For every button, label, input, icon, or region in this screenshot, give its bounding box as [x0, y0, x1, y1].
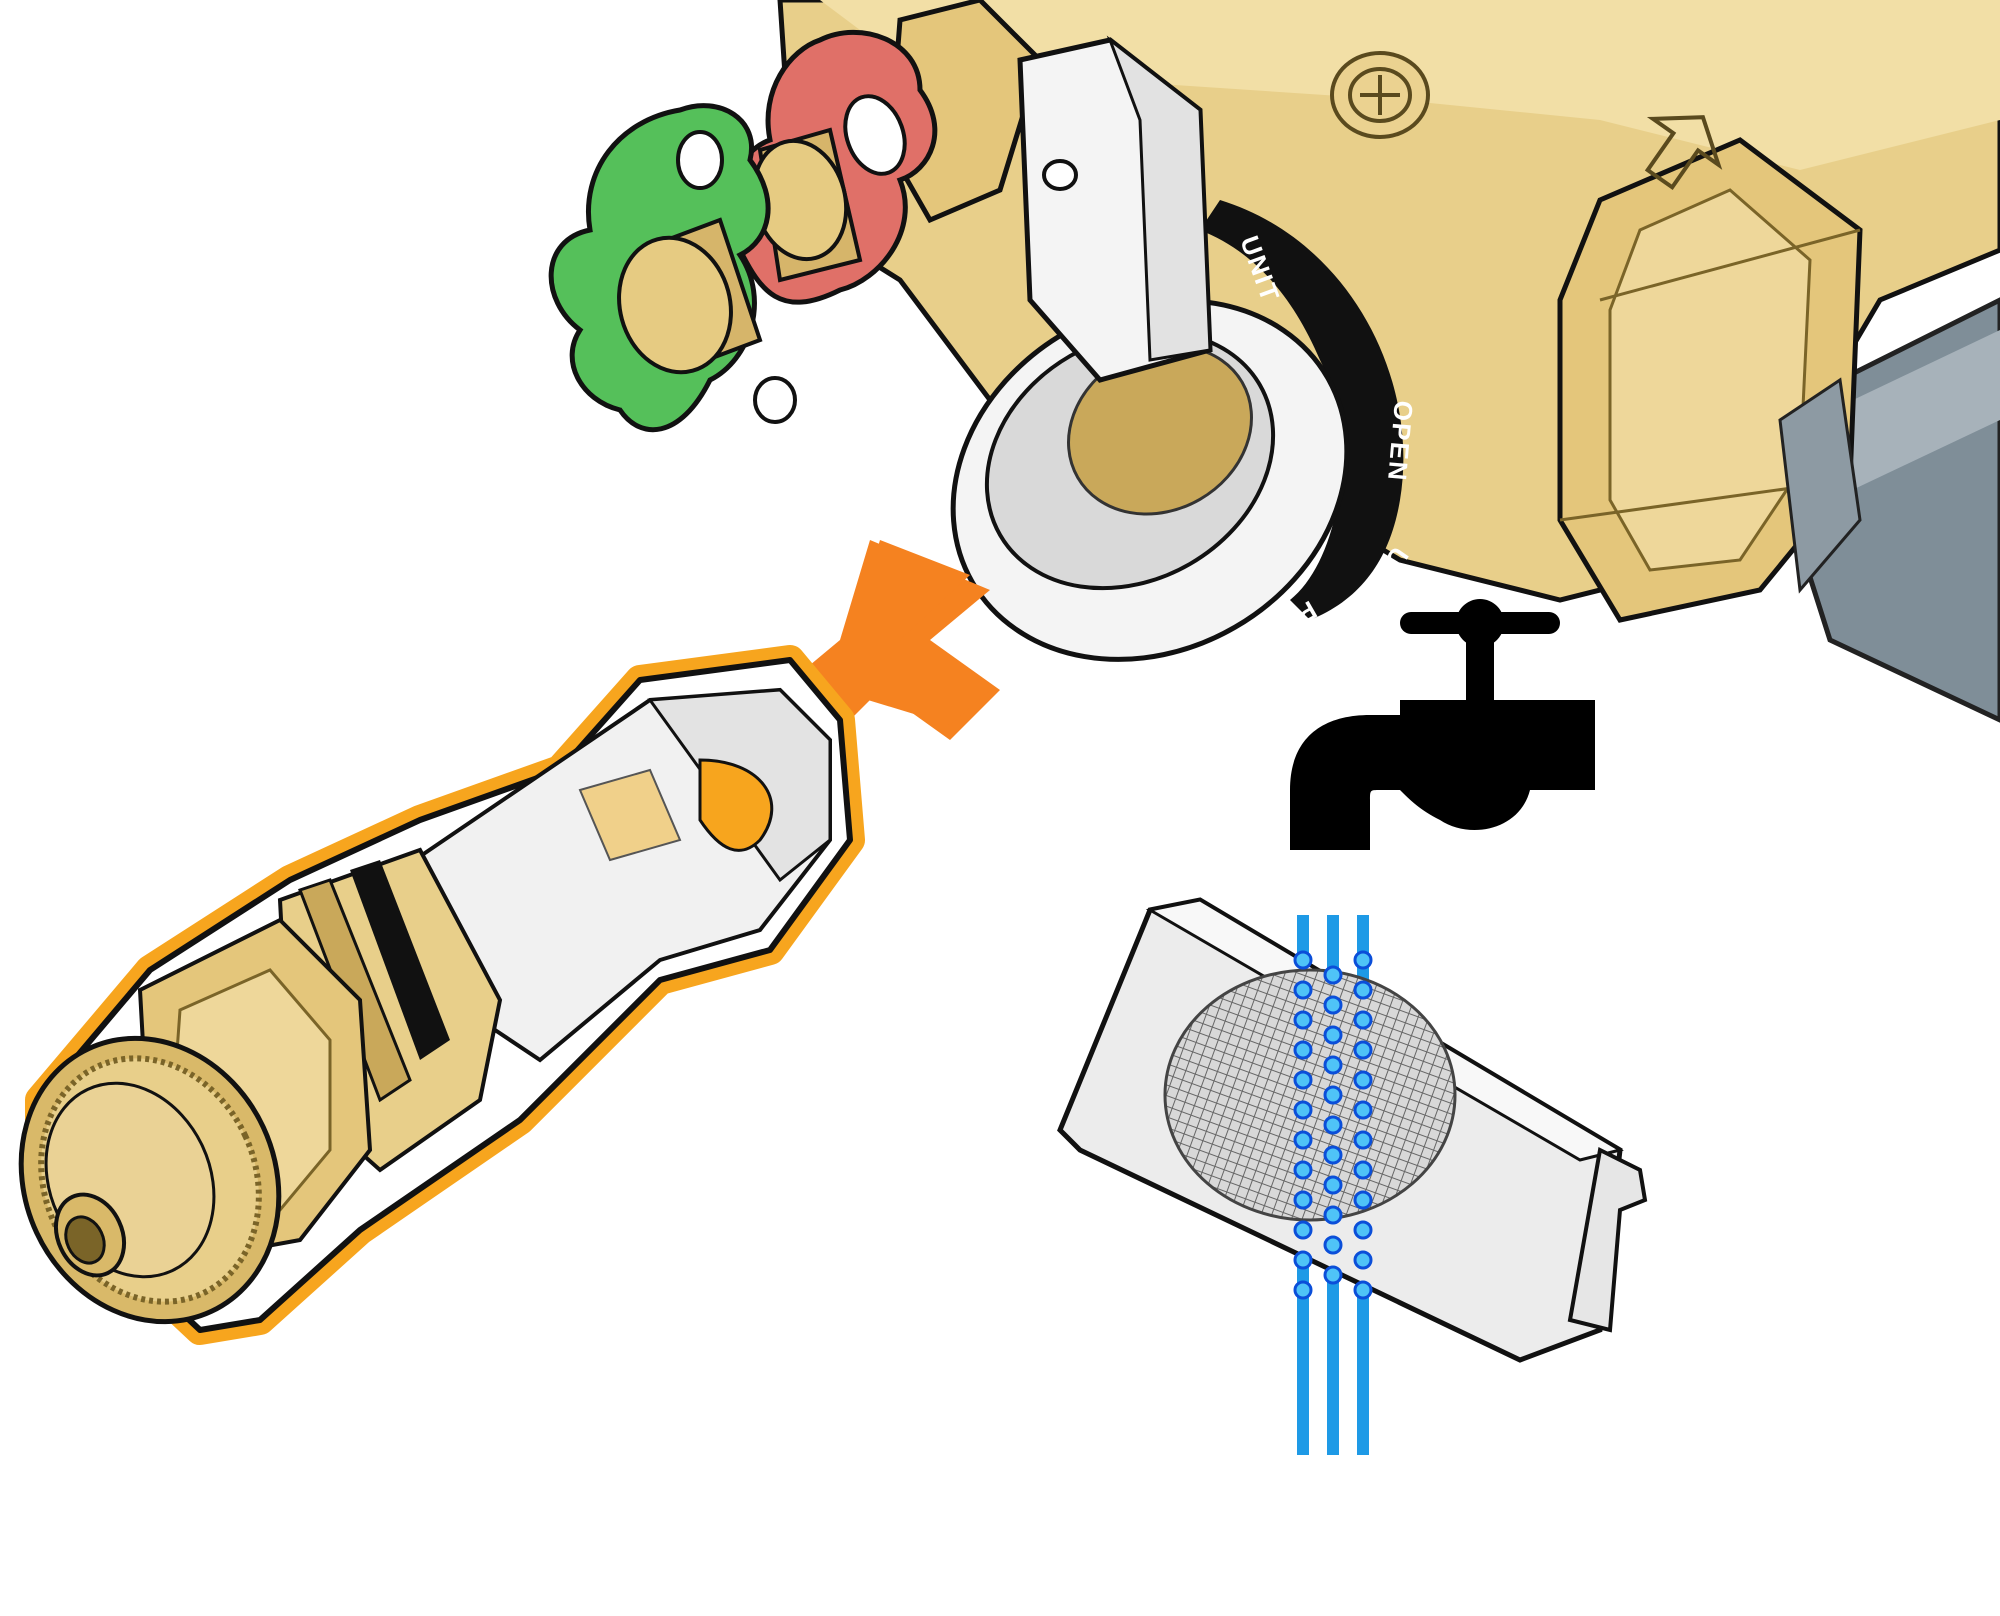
filter-mesh-insert — [1057, 897, 1648, 1363]
filter-cartridge — [18, 645, 865, 1345]
brand-logo-icon — [1330, 51, 1430, 139]
water-drop — [1293, 950, 1313, 970]
water-tap-icon — [1290, 599, 1595, 850]
water-drop — [1323, 1205, 1343, 1225]
water-drop — [1323, 1265, 1343, 1285]
water-drop — [1353, 980, 1373, 1000]
water-drop — [1323, 1115, 1343, 1135]
green-cap — [548, 103, 797, 433]
water-drop — [1353, 1100, 1373, 1120]
dial-label-open: OPEN — [1382, 399, 1419, 483]
water-drop — [1353, 1070, 1373, 1090]
drain-caps — [548, 0, 1043, 433]
water-drop — [1293, 1040, 1313, 1060]
water-drop — [1293, 1160, 1313, 1180]
water-drop — [1293, 1070, 1313, 1090]
water-drop — [1353, 1250, 1373, 1270]
water-drop — [1353, 1040, 1373, 1060]
water-drop — [1293, 1010, 1313, 1030]
water-drop — [1293, 1130, 1313, 1150]
water-drop — [1323, 1235, 1343, 1255]
water-drop — [1293, 1100, 1313, 1120]
water-drop — [1323, 1085, 1343, 1105]
water-drop — [1293, 1250, 1313, 1270]
valve-handle-ring: UNIT OPEN UNIT PASS — [950, 35, 1419, 662]
water-drop — [1323, 1025, 1343, 1045]
water-drop — [1293, 1280, 1313, 1300]
water-drop — [1353, 1160, 1373, 1180]
water-drop — [1353, 1010, 1373, 1030]
water-drop — [1353, 1280, 1373, 1300]
water-drop — [1323, 965, 1343, 985]
water-drop — [1323, 995, 1343, 1015]
water-drop — [1353, 950, 1373, 970]
water-drop — [1353, 1220, 1373, 1240]
red-cap — [720, 29, 938, 305]
coupling-nut — [1557, 137, 1863, 623]
water-drop — [1323, 1175, 1343, 1195]
water-drop — [1323, 1055, 1343, 1075]
water-drop — [1293, 1190, 1313, 1210]
remove-arrow-icon — [780, 540, 1000, 740]
water-drop — [1323, 1145, 1343, 1165]
flow-direction-arrow-icon — [1644, 115, 1723, 191]
water-drop — [1353, 1190, 1373, 1210]
water-drop — [1353, 1130, 1373, 1150]
valve-dial — [1200, 200, 1404, 620]
water-drops — [1293, 950, 1373, 1300]
water-drop — [1293, 1220, 1313, 1240]
water-drop — [1293, 980, 1313, 1000]
